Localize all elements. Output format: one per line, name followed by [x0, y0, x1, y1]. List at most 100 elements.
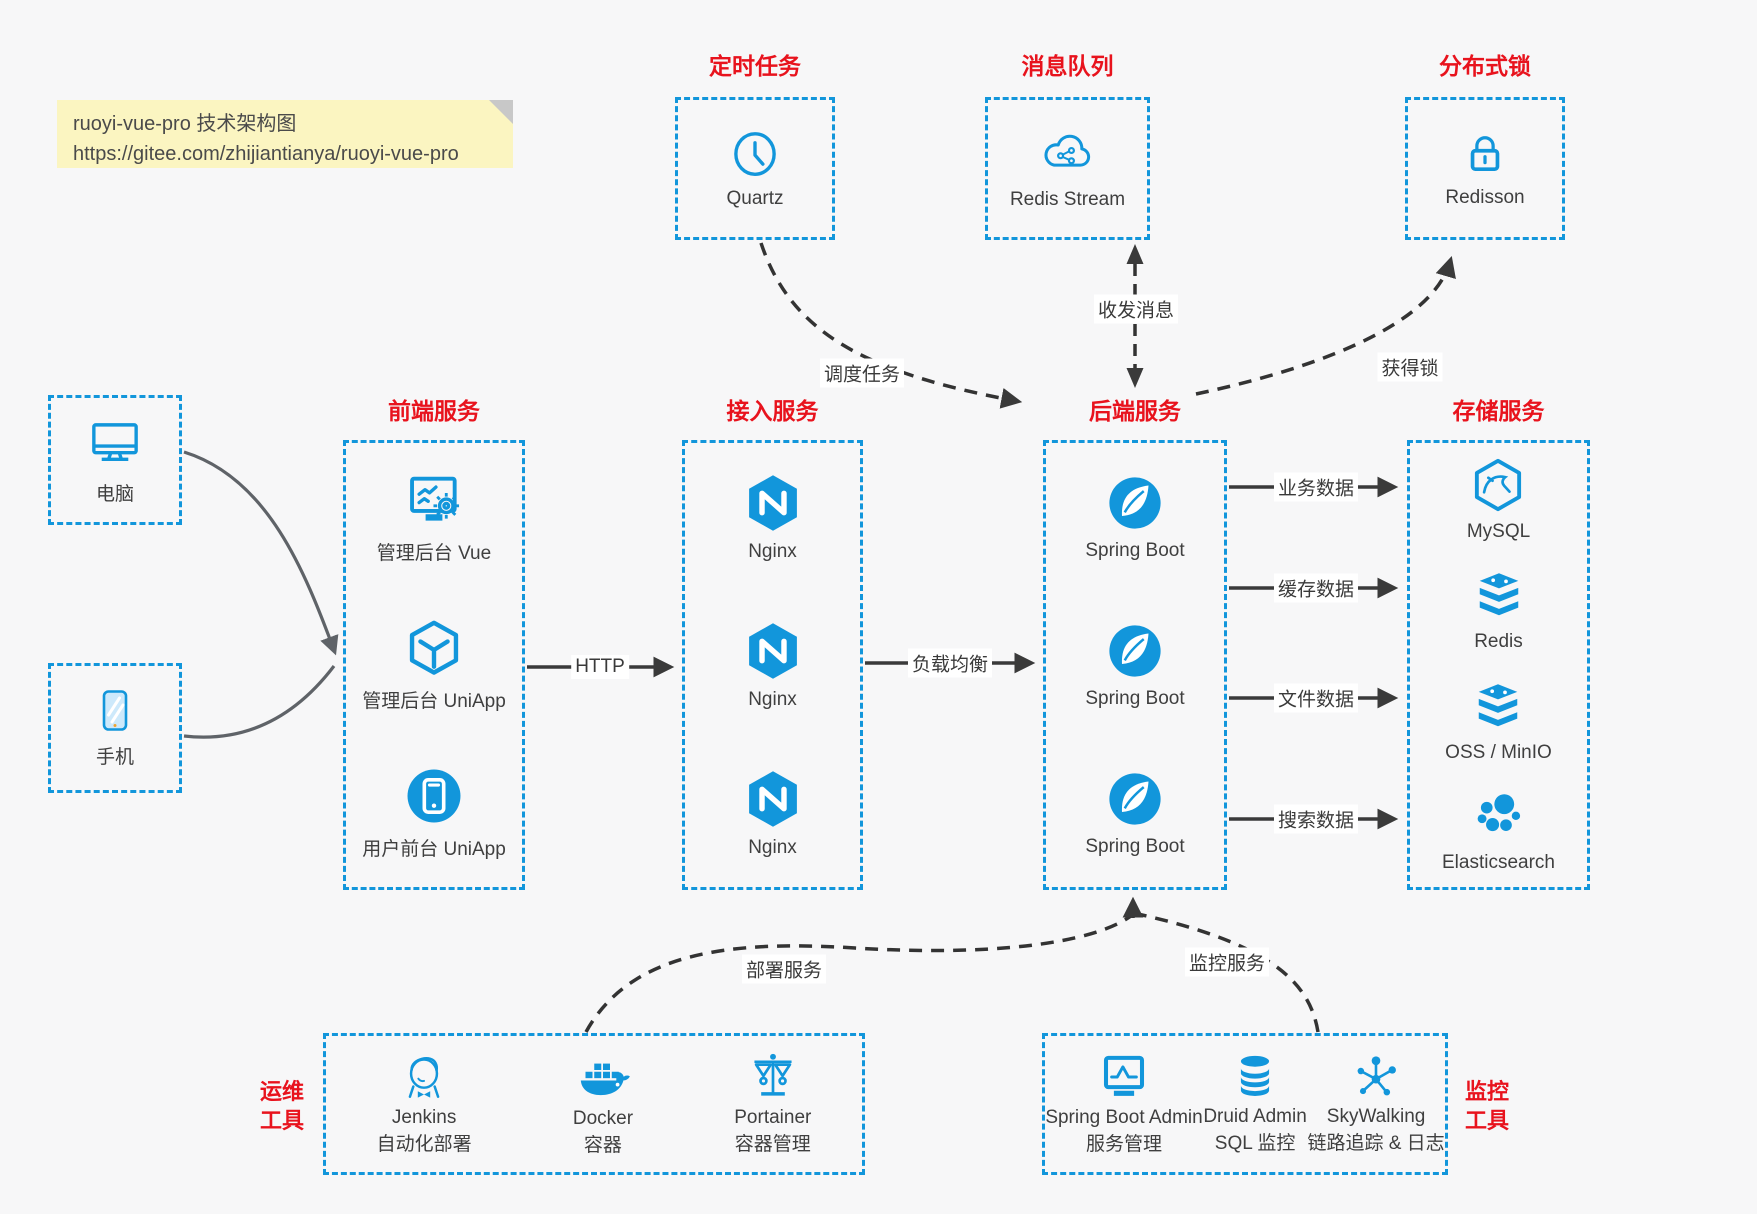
- nginx-label: Nginx: [748, 688, 797, 710]
- quartz-item: Quartz: [726, 127, 784, 210]
- monitoring-title-line1: 监控: [1464, 1079, 1509, 1104]
- ops-item-portainer: Portainer 容器管理: [734, 1050, 811, 1157]
- jenkins-desc: 自动化部署: [376, 1134, 472, 1155]
- column-title-gateway: 接入服务: [726, 398, 819, 424]
- monitoring-tools-title: 监控 工具: [1455, 1078, 1519, 1135]
- desktop-box: 电脑: [48, 395, 182, 525]
- user-uniapp-label: 用户前台 UniApp: [362, 839, 506, 860]
- backend-box: Spring Boot Spring Boot Spring Boot: [1043, 440, 1227, 890]
- edge-label-monitor: 监控服务: [1184, 947, 1270, 977]
- backend-item-spring-2: Spring Boot: [1085, 621, 1185, 710]
- database-icon: [1229, 1051, 1281, 1103]
- druid-name: Druid Admin: [1203, 1106, 1307, 1128]
- monitoring-item-skywalking: SkyWalking 链路追踪 & 日志: [1307, 1051, 1445, 1156]
- spring-boot-icon: [1105, 769, 1165, 829]
- gateway-box: Nginx Nginx Nginx: [682, 440, 863, 890]
- object-storage-stack-icon: [1470, 679, 1526, 735]
- column-title-storage: 存储服务: [1452, 398, 1545, 424]
- note-title: ruoyi-vue-pro 技术架构图: [73, 113, 297, 135]
- redis-stream-box: Redis Stream: [985, 97, 1150, 240]
- edge-label-http: HTTP: [571, 655, 629, 679]
- frontend-item-admin-vue: 管理后台 Vue: [377, 469, 491, 565]
- oss-minio-label: OSS / MinIO: [1445, 741, 1552, 763]
- frontend-item-user-uniapp: 用户前台 UniApp: [362, 765, 506, 861]
- phone-icon: [91, 687, 139, 735]
- column-title-frontend: 前端服务: [388, 398, 480, 424]
- edge-label-acquire-lock: 获得锁: [1377, 352, 1443, 382]
- phone-label: 手机: [95, 747, 134, 768]
- monitoring-item-druid: Druid Admin SQL 监控: [1203, 1051, 1307, 1156]
- network-nodes-icon: [1350, 1051, 1402, 1103]
- storage-item-elasticsearch: Elasticsearch: [1442, 789, 1555, 874]
- lock-icon: [1459, 128, 1511, 180]
- edge-label-load-balance: 负载均衡: [907, 648, 993, 678]
- desktop-label: 电脑: [95, 484, 134, 505]
- desktop-icon: [86, 414, 144, 472]
- admin-vue-icon: [403, 469, 465, 531]
- docker-name: Docker: [572, 1108, 634, 1130]
- druid-desc: SQL 监控: [1214, 1133, 1296, 1154]
- edge-label-search-data: 搜索数据: [1273, 804, 1359, 834]
- quartz-box: Quartz: [675, 97, 835, 240]
- nginx-icon: [742, 472, 804, 534]
- gateway-item-nginx-1: Nginx: [742, 472, 804, 563]
- spring-boot-icon: [1105, 621, 1165, 681]
- portainer-scale-icon: [746, 1050, 800, 1104]
- jenkins-icon: [397, 1050, 451, 1104]
- skywalking-desc: 链路追踪 & 日志: [1307, 1133, 1445, 1154]
- ops-item-jenkins: Jenkins 自动化部署: [377, 1050, 472, 1157]
- redisson-box: Redisson: [1405, 97, 1565, 240]
- quartz-label: Quartz: [726, 188, 784, 209]
- note-url: https://gitee.com/zhijiantianya/ruoyi-vu…: [73, 143, 459, 165]
- monitoring-title-line2: 工具: [1464, 1107, 1509, 1133]
- storage-item-mysql: MySQL: [1467, 456, 1530, 543]
- edge-label-cache-data: 缓存数据: [1273, 573, 1359, 603]
- edge-deploy-curve: [584, 914, 1133, 1033]
- edge-desktop-to-frontend: [183, 450, 339, 656]
- sticky-note: ruoyi-vue-pro 技术架构图 https://gitee.com/zh…: [57, 100, 513, 168]
- redis-stream-item: Redis Stream: [1010, 126, 1125, 211]
- edge-label-business-data: 业务数据: [1273, 472, 1359, 502]
- storage-box: MySQL Redis: [1407, 440, 1590, 890]
- cloud-share-icon: [1039, 126, 1095, 182]
- nginx-icon: [742, 768, 804, 830]
- portainer-name: Portainer: [734, 1107, 812, 1129]
- edge-phone-to-frontend: [183, 665, 336, 739]
- monitoring-item-sba: Spring Boot Admin 服务管理: [1045, 1050, 1203, 1157]
- redisson-item: Redisson: [1445, 128, 1525, 209]
- elasticsearch-label: Elasticsearch: [1442, 852, 1555, 874]
- group-title-message-queue: 消息队列: [1021, 53, 1114, 79]
- clock-icon: [728, 127, 782, 181]
- edge-label-deploy: 部署服务: [741, 954, 827, 984]
- redis-stack-icon: [1471, 568, 1527, 624]
- admin-vue-label: 管理后台 Vue: [376, 543, 492, 564]
- group-title-scheduled-tasks: 定时任务: [709, 53, 801, 79]
- redis-stream-label: Redis Stream: [1009, 189, 1126, 210]
- frontend-box: 管理后台 Vue 管理后台 UniApp 用户前台 UniApp: [343, 440, 525, 890]
- edge-message-arrowhead-down: [1126, 368, 1144, 388]
- group-title-distributed-lock: 分布式锁: [1439, 53, 1531, 79]
- note-fold-corner: [489, 100, 513, 124]
- edge-label-file-data: 文件数据: [1273, 683, 1359, 713]
- storage-item-oss-minio: OSS / MinIO: [1445, 679, 1552, 764]
- portainer-desc: 容器管理: [734, 1134, 811, 1155]
- gateway-item-nginx-3: Nginx: [742, 768, 804, 859]
- jenkins-name: Jenkins: [391, 1107, 457, 1129]
- desktop-item: 电脑: [86, 414, 144, 506]
- mobile-app-icon: [403, 765, 465, 827]
- sba-desc: 服务管理: [1085, 1134, 1162, 1155]
- storage-item-redis: Redis: [1471, 568, 1527, 653]
- mysql-icon: [1469, 456, 1527, 514]
- docker-icon: [575, 1049, 631, 1105]
- nginx-label: Nginx: [748, 836, 797, 858]
- column-title-backend: 后端服务: [1089, 398, 1181, 424]
- skywalking-name: SkyWalking: [1326, 1106, 1426, 1128]
- sba-name: Spring Boot Admin: [1045, 1107, 1203, 1129]
- phone-box: 手机: [48, 663, 182, 793]
- monitor-pulse-icon: [1097, 1050, 1151, 1104]
- spring-boot-icon: [1105, 473, 1165, 533]
- cube-icon: [403, 617, 465, 679]
- monitoring-tools-box: Spring Boot Admin 服务管理 Druid Admin SQL 监…: [1042, 1033, 1448, 1175]
- ops-title-line1: 运维: [259, 1079, 304, 1104]
